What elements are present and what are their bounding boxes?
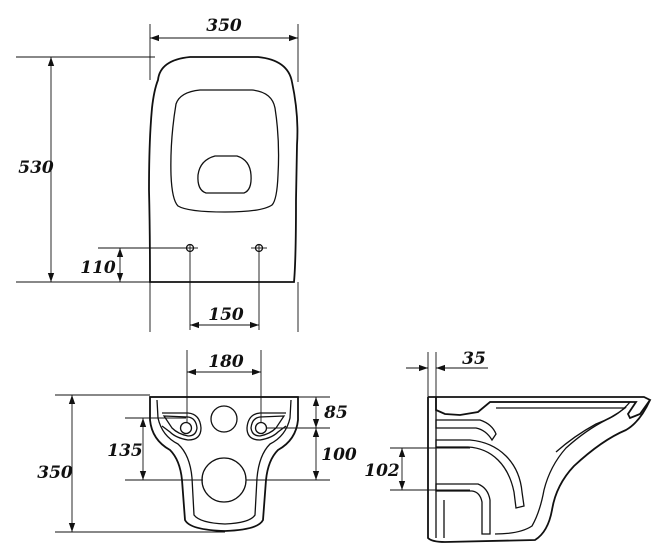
top-view-outline bbox=[148, 56, 299, 283]
dim-top-hole-spacing: 150 bbox=[208, 305, 244, 325]
dim-top-width: 350 bbox=[206, 16, 242, 36]
front-view-inner bbox=[156, 399, 292, 525]
side-view-bowl bbox=[490, 401, 632, 535]
dim-front-100: 100 bbox=[321, 445, 357, 465]
dim-side-35: 35 bbox=[462, 349, 486, 369]
front-waste-outlet bbox=[201, 457, 247, 503]
front-view: 180 350 135 85 100 bbox=[37, 350, 357, 533]
front-right-mount-hole bbox=[254, 421, 268, 435]
side-view-inlet-channel bbox=[435, 419, 497, 442]
side-view-trap bbox=[435, 439, 525, 509]
top-view-rim bbox=[170, 89, 280, 213]
front-left-flange-inner bbox=[162, 415, 198, 437]
front-right-flange bbox=[246, 412, 287, 441]
front-view-outline bbox=[149, 396, 299, 532]
front-right-flange-inner bbox=[250, 415, 286, 437]
top-view-bowl-opening bbox=[197, 155, 252, 194]
dim-front-135: 135 bbox=[107, 441, 143, 461]
side-view-bowl-inner bbox=[496, 407, 627, 453]
side-view-outline bbox=[427, 397, 651, 543]
side-view: 35 102 bbox=[364, 349, 652, 543]
dim-front-85: 85 bbox=[323, 403, 348, 423]
front-left-mount-hole bbox=[179, 421, 193, 435]
front-left-flange bbox=[161, 412, 202, 441]
top-view: 350 530 110 150 bbox=[16, 16, 299, 332]
dim-top-hole-height: 110 bbox=[80, 258, 116, 278]
side-view-outlet bbox=[435, 483, 491, 535]
front-water-inlet bbox=[210, 405, 238, 433]
dim-side-102: 102 bbox=[364, 461, 400, 481]
dim-front-hole-spacing: 180 bbox=[208, 352, 244, 372]
dim-front-height: 350 bbox=[37, 463, 73, 483]
dim-top-height: 530 bbox=[18, 158, 54, 178]
